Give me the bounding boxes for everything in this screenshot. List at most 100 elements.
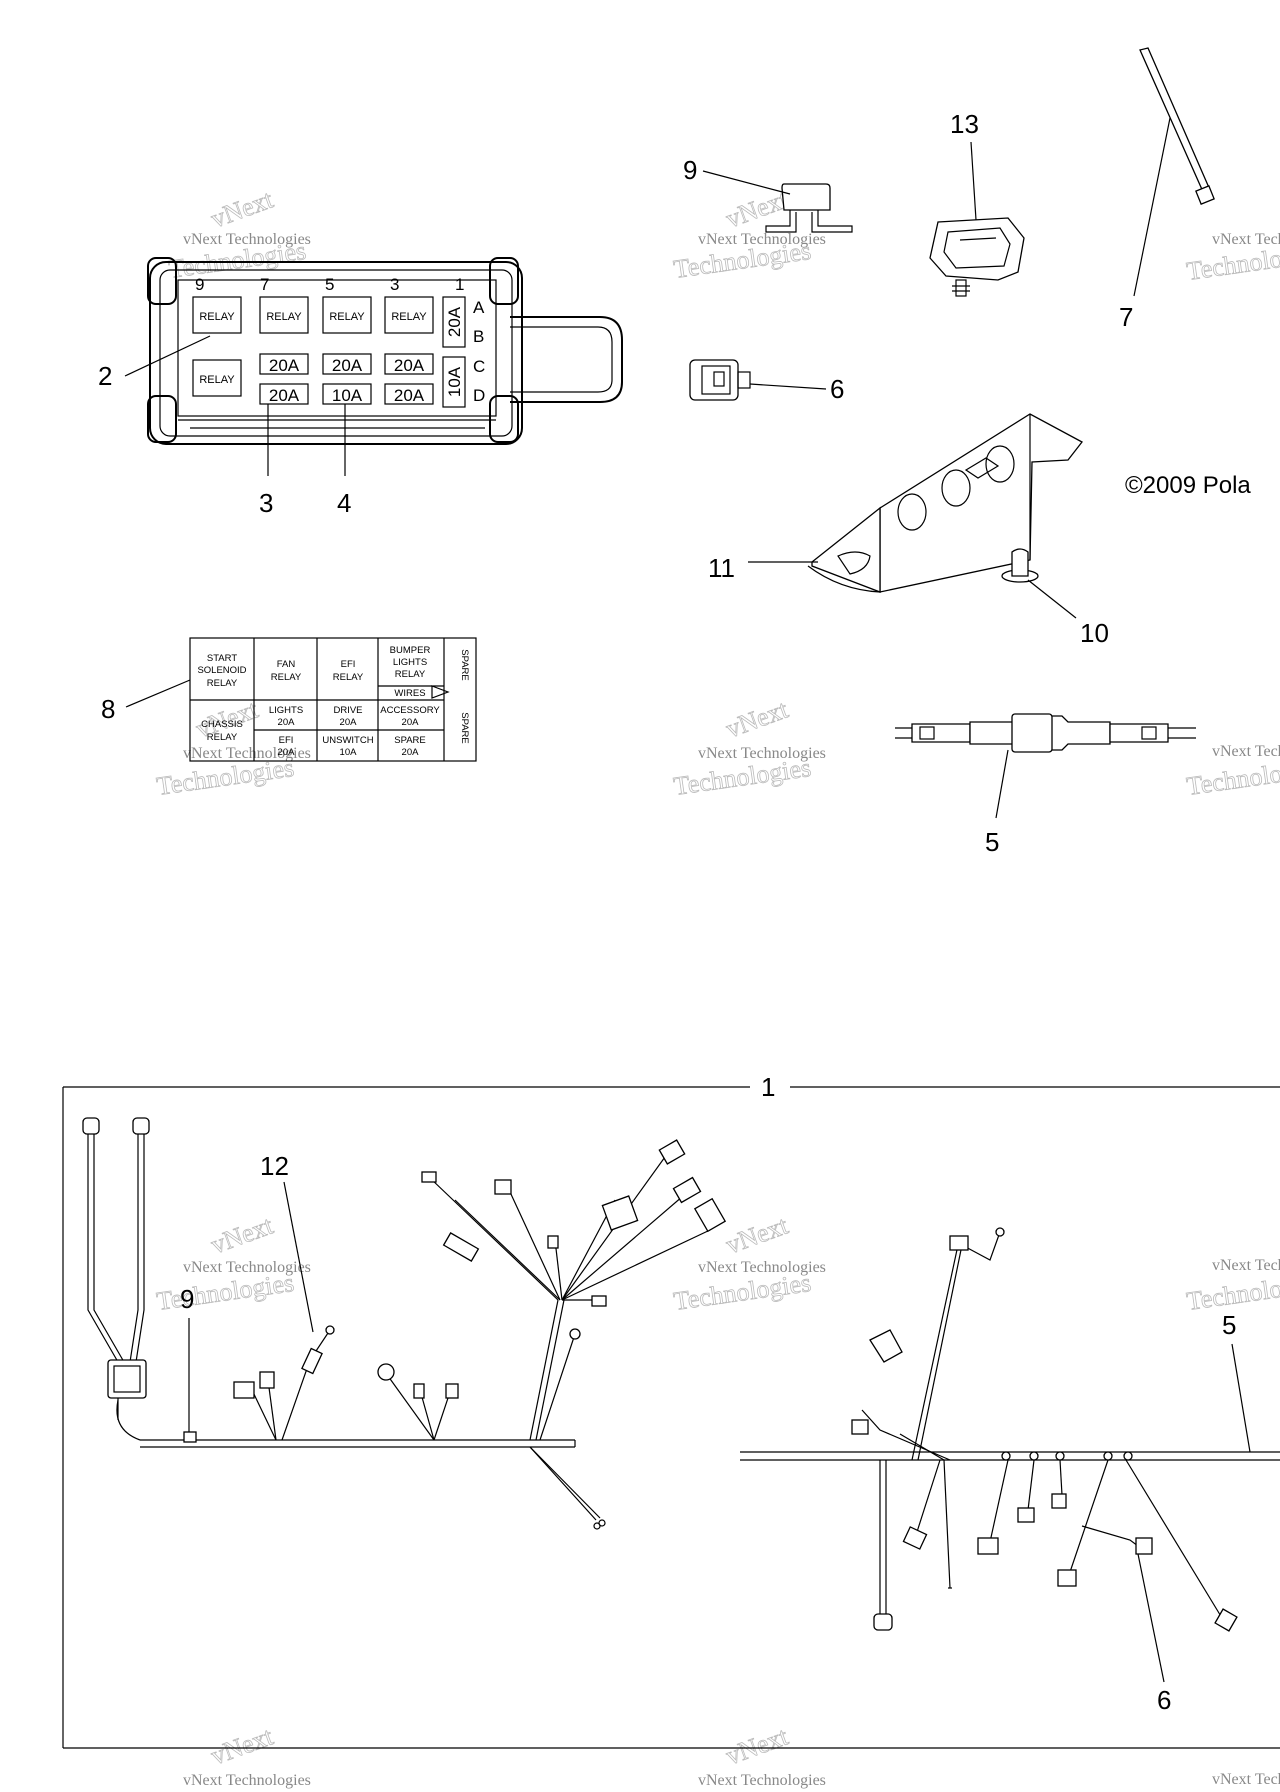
svg-text:DRIVE: DRIVE xyxy=(333,705,362,716)
svg-text:EFI: EFI xyxy=(341,659,356,670)
callout-9-bottom: 9 xyxy=(180,1284,194,1314)
part-5-fuse-holder xyxy=(895,713,1196,753)
fuse-label: START SOLENOID RELAY FAN RELAY EFI RELAY… xyxy=(189,637,477,762)
callout-12: 12 xyxy=(260,1151,289,1181)
watermark-8: vNext vNext Technologies Technologies xyxy=(671,1210,826,1316)
side-fuse-slot xyxy=(442,296,466,348)
svg-text:SPARE: SPARE xyxy=(459,712,470,744)
svg-text:SOLENOID: SOLENOID xyxy=(197,665,246,676)
svg-text:20A: 20A xyxy=(340,717,358,728)
watermark-text: vNext Technologies xyxy=(1212,1771,1280,1788)
fuse-box-number: 3 xyxy=(390,275,399,294)
fuse-rating: 20A xyxy=(332,356,363,375)
part-10-rivet xyxy=(1001,548,1039,583)
fuse-rating: 20A xyxy=(269,386,300,405)
watermark-text: vNext Technologies xyxy=(1212,231,1280,248)
fuse-rating: 20A xyxy=(394,356,425,375)
watermark-9: vNext Technologies Technologies xyxy=(1184,1257,1280,1316)
watermark-text: vNext Technologies xyxy=(698,231,826,248)
fuse-box-callouts: 2 3 4 xyxy=(98,335,351,518)
watermark-vnext: vNext xyxy=(722,694,792,743)
svg-text:UNSWITCH: UNSWITCH xyxy=(322,735,373,746)
svg-text:20A: 20A xyxy=(402,717,420,728)
watermark-text: vNext Technologies xyxy=(1212,743,1280,760)
svg-text:START: START xyxy=(207,653,237,664)
part-6-connector xyxy=(689,359,751,401)
watermark-7: vNext vNext Technologies Technologies xyxy=(154,1210,311,1316)
watermark-3: vNext Technologies Technologies xyxy=(1184,231,1280,286)
svg-text:SPARE: SPARE xyxy=(459,649,470,681)
watermark-text: vNext Technologies xyxy=(698,745,826,762)
callout-1: 1 xyxy=(761,1072,775,1102)
fuse-box-number: 7 xyxy=(260,275,269,294)
watermark-6: vNext Technologies Technologies xyxy=(1184,743,1280,801)
relay-label: RELAY xyxy=(199,374,235,386)
fuse-slot xyxy=(384,353,434,375)
callout-5-top: 5 xyxy=(985,827,999,857)
side-fuse-slot xyxy=(442,356,466,408)
watermark-text: vNext Technologies xyxy=(183,231,311,248)
svg-text:CHASSIS: CHASSIS xyxy=(201,719,243,730)
svg-text:RELAY: RELAY xyxy=(333,672,364,683)
svg-text:WIRES: WIRES xyxy=(394,688,425,699)
svg-text:EFI: EFI xyxy=(279,735,294,746)
fuse-rating: 20A xyxy=(269,356,300,375)
fuse-box-number: 1 xyxy=(455,275,464,294)
svg-text:10A: 10A xyxy=(340,747,358,758)
watermark-10: vNext vNext Technologies xyxy=(183,1721,311,1789)
watermark-text: vNext Technologies xyxy=(698,1259,826,1276)
watermarks: vNext vNext Technologies Technologies vN… xyxy=(154,184,1280,1789)
watermark-text: vNext Technologies xyxy=(183,1259,311,1276)
svg-text:ACCESSORY: ACCESSORY xyxy=(380,705,440,716)
svg-text:SPARE: SPARE xyxy=(394,735,426,746)
callout-11: 11 xyxy=(708,553,735,583)
watermark-tech: Technologies xyxy=(1185,1268,1280,1316)
svg-text:LIGHTS: LIGHTS xyxy=(393,657,427,668)
relay-label: RELAY xyxy=(266,311,302,323)
relay-label: RELAY xyxy=(199,311,235,323)
fuse-slot xyxy=(259,353,309,375)
fuse-box-letter: C xyxy=(473,357,485,376)
fuse-box-number: 9 xyxy=(195,275,204,294)
watermark-text: vNext Technologies xyxy=(1212,1257,1280,1274)
fuse-rating: 10A xyxy=(332,386,363,405)
svg-text:20A: 20A xyxy=(402,747,420,758)
watermark-tech: Technologies xyxy=(1185,753,1280,801)
relay-slot xyxy=(192,359,242,397)
svg-text:20A: 20A xyxy=(278,747,296,758)
watermark-vnext: vNext xyxy=(722,1210,792,1259)
fuse-slot xyxy=(322,383,372,405)
callout-13: 13 xyxy=(950,109,979,139)
watermark-text: vNext Technologies xyxy=(183,745,311,762)
callout-7: 7 xyxy=(1119,302,1133,332)
callout-6-bottom: 6 xyxy=(1157,1685,1171,1715)
svg-text:BUMPER: BUMPER xyxy=(390,645,431,656)
fuse-box-number: 5 xyxy=(325,275,334,294)
callout-4: 4 xyxy=(337,488,351,518)
side-fuse-rating: 20A xyxy=(445,306,464,337)
callout-3: 3 xyxy=(259,488,273,518)
part-7-cable-tie xyxy=(1139,47,1215,205)
harness-frame xyxy=(62,1086,1280,1749)
part-11-bracket xyxy=(807,413,1083,593)
svg-text:RELAY: RELAY xyxy=(395,669,426,680)
svg-text:FAN: FAN xyxy=(277,659,296,670)
fuse-slot xyxy=(384,383,434,405)
watermark-vnext: vNext xyxy=(722,1721,792,1770)
fuse-slot xyxy=(259,383,309,405)
relay-slot xyxy=(259,296,309,334)
svg-text:20A: 20A xyxy=(278,717,296,728)
svg-text:RELAY: RELAY xyxy=(271,672,302,683)
watermark-vnext: vNext xyxy=(207,184,277,233)
side-fuse-rating: 10A xyxy=(445,366,464,397)
fuse-rating: 20A xyxy=(394,386,425,405)
watermark-text: vNext Technologies xyxy=(183,1772,311,1789)
fuse-box-body xyxy=(149,261,523,445)
watermark-5: vNext vNext Technologies Technologies xyxy=(671,694,826,801)
watermark-11: vNext vNext Technologies xyxy=(698,1721,826,1789)
fuse-box-letter: D xyxy=(473,386,485,405)
relay-label: RELAY xyxy=(391,311,427,323)
callout-8: 8 xyxy=(101,694,115,724)
watermark-vnext: vNext xyxy=(207,1721,277,1770)
relay-slot xyxy=(192,296,242,334)
